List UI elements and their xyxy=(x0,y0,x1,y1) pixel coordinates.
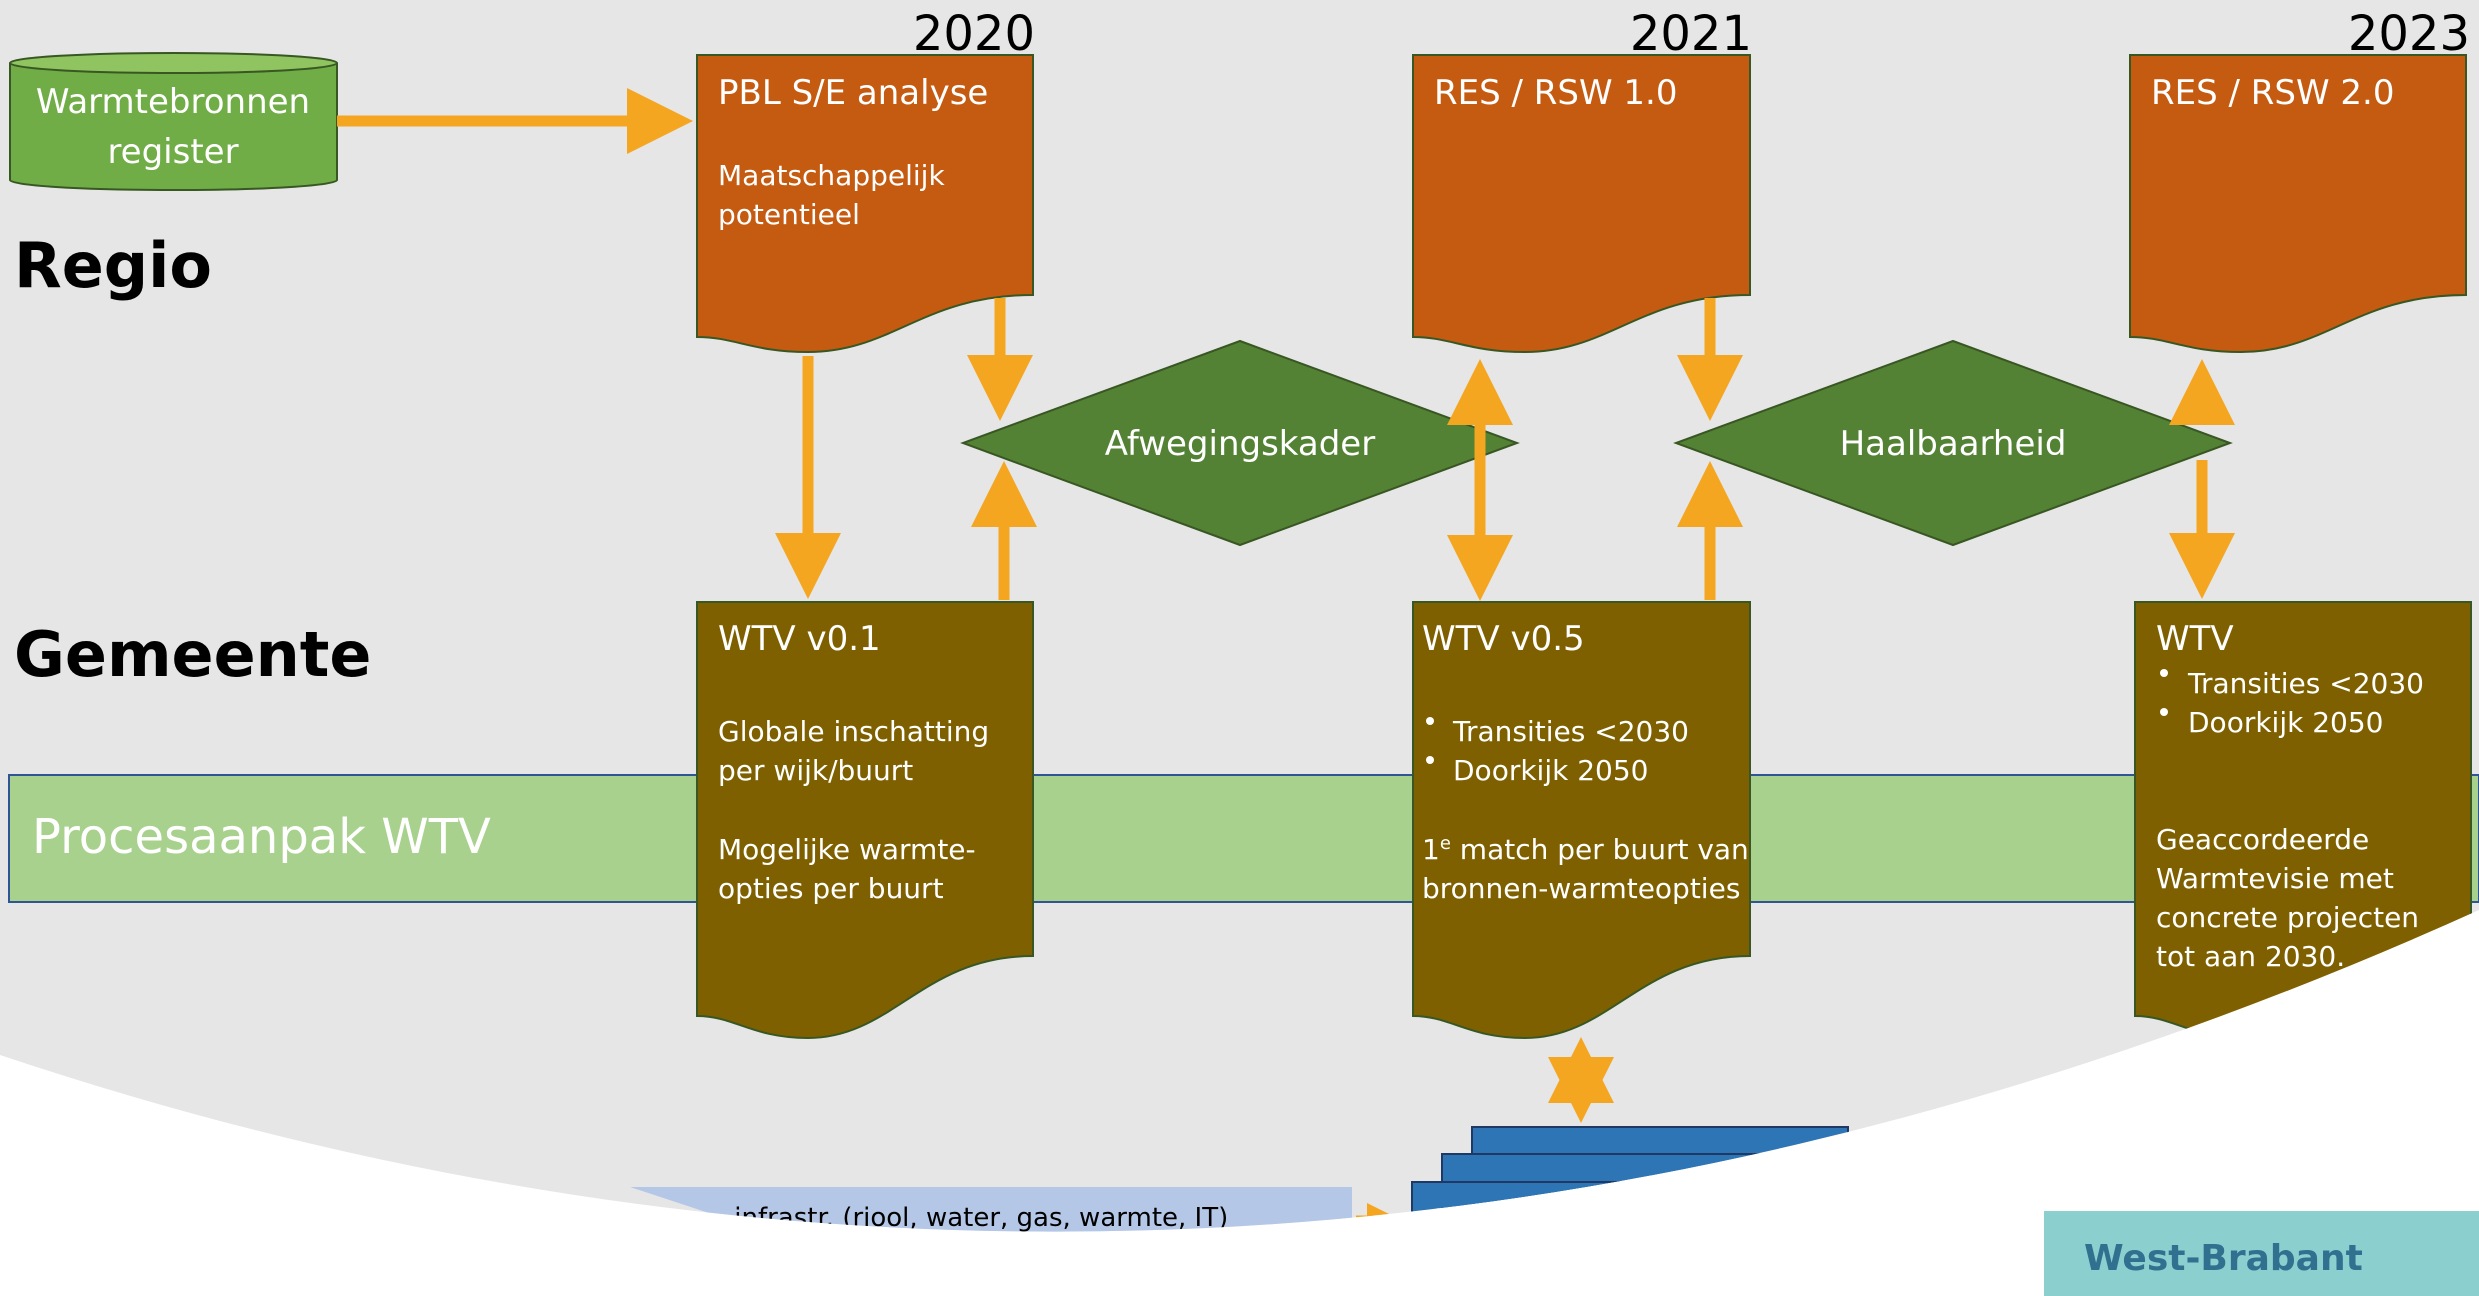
doc-pbl-line1: Maatschappelijk xyxy=(718,159,945,192)
wijkplan-label: Eerste Wijkplann… xyxy=(1434,1202,1754,1242)
west-brabant-logo: West-Brabant xyxy=(2044,1211,2479,1296)
year-2023: 2023 xyxy=(2348,6,2470,62)
doc-wtv-bullet: Doorkijk 2050 xyxy=(2188,706,2383,739)
doc-wtv-v01: WTV v0.1 Globale inschatting per wijk/bu… xyxy=(696,601,1034,1040)
doc-wtv01-line: per wijk/buurt xyxy=(718,754,913,787)
infra-banner: … infrastr. (riool, water, gas, warmte, … xyxy=(630,1187,1352,1233)
doc-wtv05-match: 1e match per buurt van xyxy=(1422,833,1749,866)
doc-res-rsw-2: RES / RSW 2.0 xyxy=(2129,54,2467,354)
doc-wtv05-title: WTV v0.5 xyxy=(1422,619,1585,659)
doc-res2-title: RES / RSW 2.0 xyxy=(2151,73,2394,113)
doc-pbl-title: PBL S/E analyse xyxy=(718,73,988,113)
decision-afwegingskader-label: Afwegingskader xyxy=(1105,424,1375,464)
doc-wtv-line: Warmtevisie met xyxy=(2156,862,2394,895)
process-band-label: Procesaanpak WTV xyxy=(32,809,491,865)
doc-wtv-line: tot aan 2030. xyxy=(2156,940,2345,973)
doc-res1-title: RES / RSW 1.0 xyxy=(1434,73,1677,113)
doc-pbl-analyse: PBL S/E analyse Maatschappelijk potentie… xyxy=(696,54,1034,354)
source-label-line2: register xyxy=(107,132,238,172)
source-label-line1: Warmtebronnen xyxy=(36,82,310,122)
bullet-icon xyxy=(2160,669,2168,677)
year-2021: 2021 xyxy=(1630,6,1752,62)
doc-wtv-line: concrete projecten xyxy=(2156,901,2419,934)
bullet-icon xyxy=(2160,708,2168,716)
doc-wtv01-title: WTV v0.1 xyxy=(718,619,881,659)
doc-wtv05-bullet: Transities <2030 xyxy=(1452,715,1689,748)
doc-res-rsw-1: RES / RSW 1.0 xyxy=(1412,54,1751,354)
decision-haalbaarheid-label: Haalbaarheid xyxy=(1840,424,2067,464)
doc-wtv-final: WTV Transities <2030 Doorkijk 2050 Geacc… xyxy=(2134,601,2472,1040)
infra-label: … infrastr. (riool, water, gas, warmte, … xyxy=(700,1203,1228,1233)
decision-haalbaarheid: Haalbaarheid xyxy=(1673,339,2233,547)
process-band xyxy=(8,774,2479,903)
wijkplan-stack: Eerste Wijkplann… xyxy=(1411,1126,1849,1242)
bullet-icon xyxy=(1426,756,1434,764)
warmtebronnen-register: Warmtebronnen register xyxy=(9,52,338,192)
logo-name: West-Brabant xyxy=(2084,1238,2363,1279)
doc-wtv01-line: Mogelijke warmte- xyxy=(718,833,976,866)
flow-arrows xyxy=(337,88,2335,1232)
doc-wtv05-bullet: Doorkijk 2050 xyxy=(1453,754,1648,787)
background-panel xyxy=(0,0,2479,1232)
doc-wtv01-line: Globale inschatting xyxy=(718,715,989,748)
doc-wtv05-match-line2: bronnen-warmteopties xyxy=(1422,872,1740,905)
doc-wtv-v05: WTV v0.5 Transities <2030 Doorkijk 2050 … xyxy=(1412,601,1751,1040)
level-regio: Regio xyxy=(14,229,212,302)
doc-wtv-bullet: Transities <2030 xyxy=(2187,667,2424,700)
decision-afwegingskader: Afwegingskader xyxy=(960,339,1520,547)
year-2020: 2020 xyxy=(913,6,1035,62)
level-gemeente: Gemeente xyxy=(14,618,371,691)
bullet-icon xyxy=(1426,717,1434,725)
doc-wtv01-line: opties per buurt xyxy=(718,872,944,905)
doc-pbl-line2: potentieel xyxy=(718,198,860,231)
doc-wtv-title: WTV xyxy=(2156,619,2234,659)
doc-wtv-line: Geaccordeerde xyxy=(2156,823,2369,856)
